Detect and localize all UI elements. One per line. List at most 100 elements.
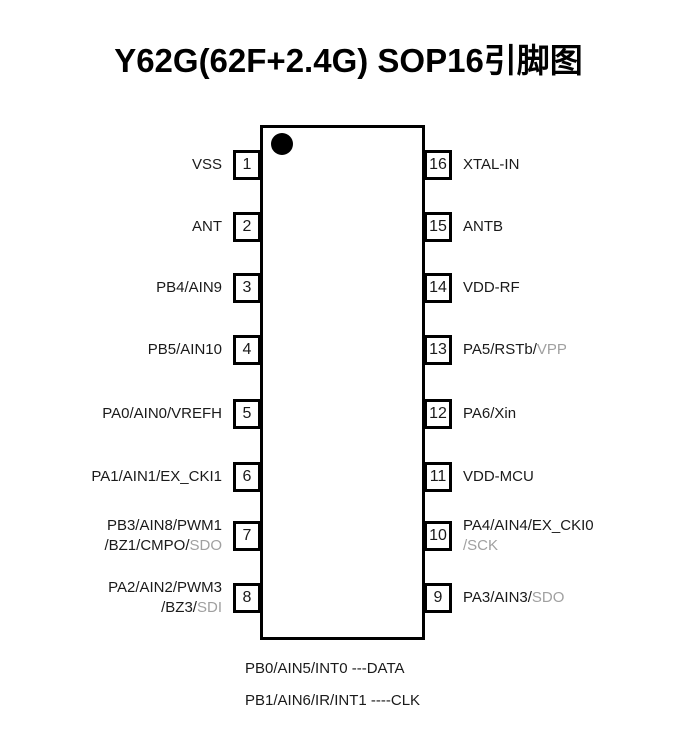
pin-number: 1 bbox=[242, 156, 252, 173]
pin-number: 9 bbox=[433, 589, 443, 606]
page-title: Y62G(62F+2.4G) SOP16引脚图 bbox=[114, 42, 583, 79]
pin-label-line: VDD-RF bbox=[463, 278, 520, 298]
pin-function: PA3/AIN3/ bbox=[463, 589, 532, 606]
pin-8-box: 8 bbox=[233, 583, 261, 613]
pin-number: 14 bbox=[429, 279, 447, 296]
pin-label-line: PA6/Xin bbox=[463, 404, 516, 424]
pin-label-line: PA1/AIN1/EX_CKI1 bbox=[91, 467, 222, 487]
pin-function: VDD-MCU bbox=[463, 468, 534, 485]
pin-2-label: ANT bbox=[192, 217, 222, 237]
pin-label-line: PA4/AIN4/EX_CKI0 bbox=[463, 516, 594, 536]
pin-label-line: PA3/AIN3/SDO bbox=[463, 588, 564, 608]
pin-3-label: PB4/AIN9 bbox=[156, 278, 222, 298]
pin-function-muted: SDO bbox=[189, 537, 222, 554]
pin-4-box: 4 bbox=[233, 335, 261, 365]
bottom-note-signal: DATA bbox=[366, 660, 405, 677]
pin-label-line: /BZ1/CMPO/SDO bbox=[104, 536, 222, 556]
pin-4-label: PB5/AIN10 bbox=[148, 340, 222, 360]
pin-1-box: 1 bbox=[233, 150, 261, 180]
pin-12-label: PA6/Xin bbox=[463, 404, 516, 424]
pin-number: 11 bbox=[429, 468, 447, 485]
pin-number: 8 bbox=[242, 589, 252, 606]
pin-12-box: 12 bbox=[424, 399, 452, 429]
pin-number: 5 bbox=[242, 405, 252, 422]
pin-number: 4 bbox=[242, 341, 252, 358]
pin-label-line: PA2/AIN2/PWM3 bbox=[108, 578, 222, 598]
pin-label-line: ANT bbox=[192, 217, 222, 237]
pin-6-label: PA1/AIN1/EX_CKI1 bbox=[91, 467, 222, 487]
pin-16-label: XTAL-IN bbox=[463, 155, 519, 175]
pin-number: 10 bbox=[429, 527, 447, 544]
bottom-note-signal: CLK bbox=[390, 692, 421, 709]
bottom-note: PB1/AIN6/IR/INT1 ----CLK bbox=[245, 691, 420, 711]
pin-9-box: 9 bbox=[424, 583, 452, 613]
pin-label-line: PA5/RSTb/VPP bbox=[463, 340, 567, 360]
pin-label-line: /BZ3/SDI bbox=[108, 598, 222, 618]
pin-number: 12 bbox=[429, 405, 447, 422]
pin-label-line: XTAL-IN bbox=[463, 155, 519, 175]
pin-1-label: VSS bbox=[192, 155, 222, 175]
pin-11-label: VDD-MCU bbox=[463, 467, 534, 487]
pin-7-box: 7 bbox=[233, 521, 261, 551]
pin-15-label: ANTB bbox=[463, 217, 503, 237]
pin-13-label: PA5/RSTb/VPP bbox=[463, 340, 567, 360]
pin-10-box: 10 bbox=[424, 521, 452, 551]
pin-11-box: 11 bbox=[424, 462, 452, 492]
pin-6-box: 6 bbox=[233, 462, 261, 492]
pin-label-line: PB5/AIN10 bbox=[148, 340, 222, 360]
pin-number: 13 bbox=[429, 341, 447, 358]
pin-function: VSS bbox=[191, 156, 222, 173]
bottom-note-pins: PB0/AIN5/INT0 bbox=[245, 660, 348, 677]
pin-function: PB3/AIN8/PWM1 bbox=[106, 517, 222, 534]
pin-function: PA4/AIN4/EX_CKI0 bbox=[463, 517, 594, 534]
pin-label-line: PB4/AIN9 bbox=[156, 278, 222, 298]
pin-number: 6 bbox=[242, 468, 252, 485]
pin-label-line: VDD-MCU bbox=[463, 467, 534, 487]
pin-15-box: 15 bbox=[424, 212, 452, 242]
pin-7-label: PB3/AIN8/PWM1/BZ1/CMPO/SDO bbox=[104, 516, 222, 556]
pin-label-line: ANTB bbox=[463, 217, 503, 237]
pin-function: PA0/AIN0/VREFH bbox=[102, 405, 222, 422]
pin-2-box: 2 bbox=[233, 212, 261, 242]
pin-14-box: 14 bbox=[424, 273, 452, 303]
pin-number: 2 bbox=[242, 218, 252, 235]
pin-function-muted: SDO bbox=[531, 589, 565, 606]
pin-function: PA2/AIN2/PWM3 bbox=[108, 579, 222, 596]
pin-label-line: VSS bbox=[192, 155, 222, 175]
pin-13-box: 13 bbox=[424, 335, 452, 365]
pin-function-muted: VPP bbox=[536, 341, 567, 358]
pin1-marker-dot-icon bbox=[271, 133, 293, 155]
pin-label-line: PA0/AIN0/VREFH bbox=[102, 404, 222, 424]
bottom-note-dashes: --- bbox=[351, 660, 367, 677]
pin-function: PA1/AIN1/EX_CKI1 bbox=[91, 468, 222, 485]
pin-function-muted: SDI bbox=[196, 599, 222, 616]
pin-function: XTAL-IN bbox=[463, 156, 520, 173]
pin-number: 15 bbox=[429, 218, 447, 235]
pin-10-label: PA4/AIN4/EX_CKI0/SCK bbox=[463, 516, 594, 556]
pin-function: /BZ1/CMPO/ bbox=[104, 537, 190, 554]
pin-function: ANTB bbox=[463, 218, 504, 235]
pin-number: 7 bbox=[242, 527, 252, 544]
pin-3-box: 3 bbox=[233, 273, 261, 303]
pin-function: PB5/AIN10 bbox=[147, 341, 222, 358]
pin-9-label: PA3/AIN3/SDO bbox=[463, 588, 564, 608]
pin-label-line: PB3/AIN8/PWM1 bbox=[104, 516, 222, 536]
pin-5-label: PA0/AIN0/VREFH bbox=[102, 404, 222, 424]
pin-14-label: VDD-RF bbox=[463, 278, 520, 298]
pin-function: VDD-RF bbox=[463, 279, 520, 296]
bottom-note-dashes: ---- bbox=[370, 692, 391, 709]
bottom-note: PB0/AIN5/INT0 ---DATA bbox=[245, 659, 405, 679]
pin-function: /BZ3/ bbox=[161, 599, 197, 616]
pin-function: ANT bbox=[192, 218, 222, 235]
pin-function: PA5/RSTb/ bbox=[463, 341, 537, 358]
pin-function-muted: /SCK bbox=[463, 537, 499, 554]
pin-label-line: /SCK bbox=[463, 536, 594, 556]
pin-function: PA6/Xin bbox=[463, 405, 517, 422]
pin-5-box: 5 bbox=[233, 399, 261, 429]
chip-body bbox=[260, 125, 425, 640]
pin-number: 3 bbox=[242, 279, 252, 296]
pin-function: PB4/AIN9 bbox=[156, 279, 222, 296]
pin-8-label: PA2/AIN2/PWM3/BZ3/SDI bbox=[108, 578, 222, 618]
bottom-note-pins: PB1/AIN6/IR/INT1 bbox=[245, 692, 367, 709]
